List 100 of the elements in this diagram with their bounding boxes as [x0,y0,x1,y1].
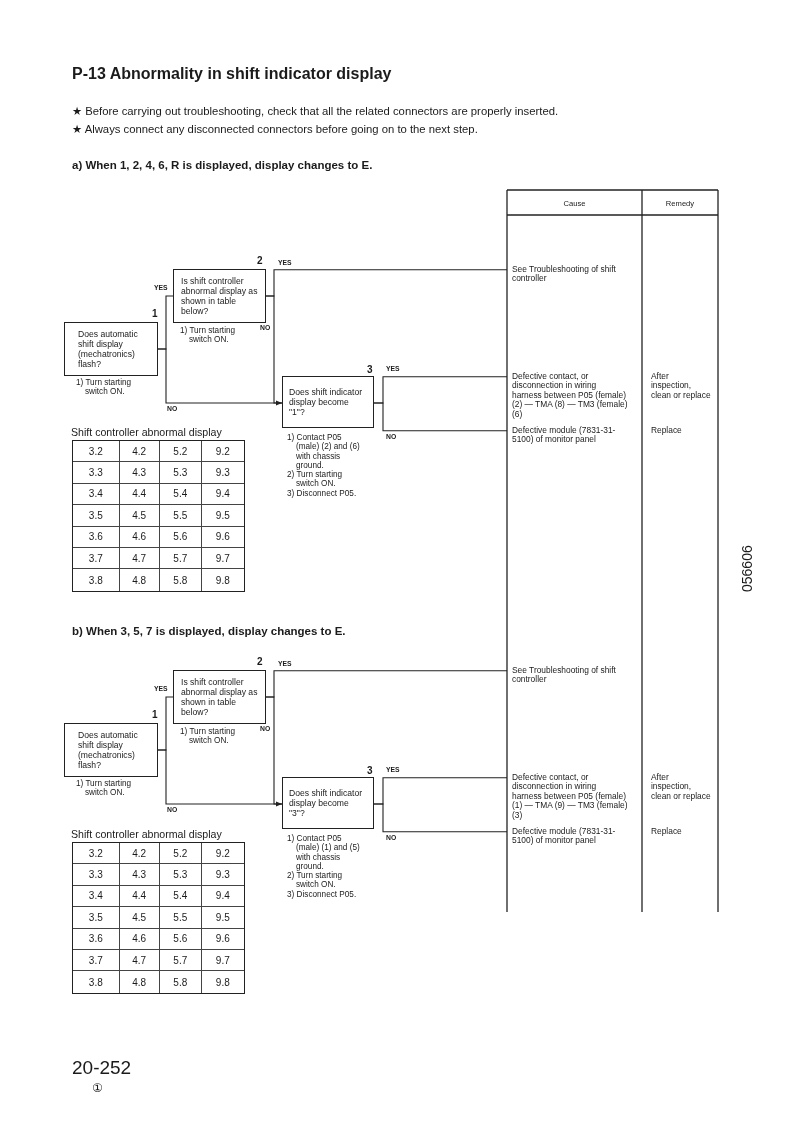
table-cell: 9.3 [202,864,244,886]
step-number: 1 [152,308,158,319]
table-cell: 4.7 [119,949,160,972]
question-text: Does shift indicator display become "1"? [289,387,364,417]
table-cell: 3.2 [73,441,120,463]
table-cell: 3.6 [73,526,120,548]
table-cell: 5.8 [159,971,202,993]
check-note: 1) Contact P05 (male) (1) and (5) with chassis ground. [287,834,361,871]
remedy-text: Replace [651,426,683,436]
instruction-note: ★ Always connect any disconnected connectors before going on to the next step. [72,122,478,136]
table-cell: 4.5 [119,907,160,929]
table-cell: 3.7 [73,949,120,972]
table-cell: 4.5 [119,505,160,527]
step-number: 2 [257,656,263,667]
table-cell: 5.3 [159,462,202,484]
revision-mark: ① [92,1081,103,1095]
table-cell: 5.4 [159,885,202,908]
question-text: Does shift indicator display become "3"? [289,788,364,818]
table-cell: 5.6 [159,526,202,548]
table-cell: 4.2 [119,441,160,463]
question-text: Does automatic shift display (mechatronics) flash? [78,329,139,369]
table-cell: 9.7 [202,547,244,570]
section-heading: b) When 3, 5, 7 is displayed, display changes to E. [72,624,346,638]
connector-line [373,803,508,833]
decision-box [64,723,158,777]
page-number: 20-252 [72,1057,132,1079]
question-text: Does automatic shift display (mechatronics) flash? [78,730,139,770]
table-cell: 5.2 [159,843,202,865]
table-cell: 3.5 [73,907,120,929]
table-cell: 4.4 [119,885,160,908]
decision-box [173,269,266,323]
table-cell: 4.8 [119,569,160,591]
table-cell: 5.7 [159,547,202,570]
check-note: 3) Disconnect P05. [287,488,357,499]
table-title: Shift controller abnormal display [71,828,222,841]
table-cell: 3.3 [73,864,120,886]
table-cell: 4.6 [119,526,160,548]
table-cell: 3.6 [73,928,120,950]
page-title: P-13 Abnormality in shift indicator display [72,64,392,84]
check-note: 1) Turn starting switch ON. [76,378,133,397]
table-cell: 5.8 [159,569,202,591]
section-heading: a) When 1, 2, 4, 6, R is displayed, display changes to E. [72,158,373,172]
table-cell: 9.4 [202,885,244,908]
table-cell: 4.2 [119,843,160,865]
cause-text: Defective module (7831-31-5100) of monitor panel [507,827,628,846]
question-text: Is shift controller abnormal display as shown in table below? [181,677,259,717]
figure-number: 056606 [740,545,754,592]
remedy-text: After inspection, clean or replace [651,773,711,802]
table-cell: 3.8 [73,971,120,993]
table-cell: 9.3 [202,462,244,484]
table-cell: 9.4 [202,483,244,506]
cause-text: See Troubleshooting of shift controller [507,265,628,284]
table-cell-text: 9.8 [214,975,231,990]
table-cell: 9.6 [202,526,244,548]
table-cell: 5.2 [159,441,202,463]
cause-text: Defective contact, or disconnection in wiring harness between P05 (female) (1) — TMA (9) — TM3 (female) (3) [507,773,628,821]
check-note: 3) Disconnect P05. [287,889,357,900]
table-cell: 3.4 [73,483,120,506]
decision-box [173,670,266,724]
table-cell: 3.7 [73,547,120,570]
table-cell: 9.2 [202,843,244,865]
table-cell: 5.4 [159,483,202,506]
check-note: 1) Turn starting switch ON. [180,326,237,345]
decision-box [282,376,374,428]
remedy-text: Replace [651,827,683,837]
question-text: Is shift controller abnormal display as shown in table below? [181,276,259,316]
check-note: 2) Turn starting switch ON. [287,871,344,890]
check-note: 1) Turn starting switch ON. [180,727,237,746]
table-cell: 3.4 [73,885,120,908]
cause-text: Defective module (7831-31-5100) of monitor panel [507,426,628,445]
table-cell: 3.2 [73,843,120,865]
table-cell: 4.3 [119,462,160,484]
table-cell: 4.3 [119,864,160,886]
remedy-text: After inspection, clean or replace [651,372,711,401]
table-cell: 4.7 [119,547,160,570]
table-cell: 5.5 [159,907,202,929]
decision-box [282,777,374,829]
table-cell: 4.4 [119,483,160,506]
table-cell: 3.3 [73,462,120,484]
table-title: Shift controller abnormal display [71,426,222,439]
table-cell: 5.7 [159,949,202,972]
step-number: 1 [152,709,158,720]
arrow [265,696,283,807]
decision-box [64,322,158,376]
check-note: 1) Contact P05 (male) (2) and (6) with chassis ground. [287,433,361,470]
connector-line [373,402,508,432]
table-cell: 9.5 [202,907,244,929]
instruction-note: ★ Before carrying out troubleshooting, check that all the related connectors are properly inserted. [72,104,559,118]
table-cell: 3.5 [73,505,120,527]
table-cell: 3.8 [73,569,120,591]
table-cell: 9.7 [202,949,244,972]
arrow [265,295,283,406]
table-cell: 9.5 [202,505,244,527]
step-number: 3 [367,364,373,375]
check-note: 1) Turn starting switch ON. [76,779,133,798]
table-cell: 4.8 [119,971,160,993]
table-cell: 9.2 [202,441,244,463]
table-cell-text: 9.8 [214,573,231,588]
step-number: 3 [367,765,373,776]
table-cell: 5.5 [159,505,202,527]
